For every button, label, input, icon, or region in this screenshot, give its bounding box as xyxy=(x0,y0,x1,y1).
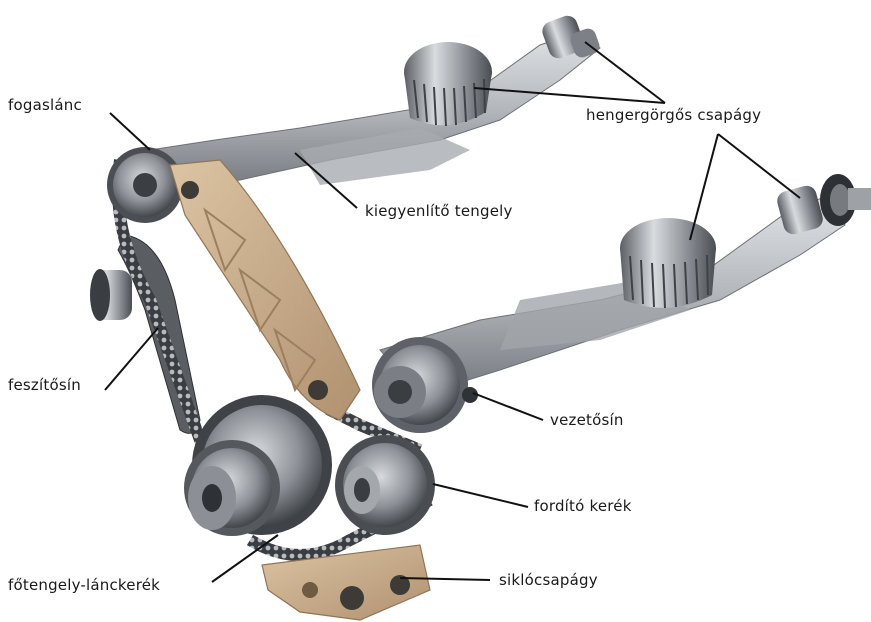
leader-feszitosin xyxy=(105,328,158,390)
chain-guide-rail xyxy=(170,160,360,420)
upper-shaft-sprocket xyxy=(107,147,183,223)
label-feszitosin: feszítősín xyxy=(8,376,81,394)
label-hengergorgos-csapagy: hengergörgős csapágy xyxy=(586,106,761,124)
crankshaft-sprocket xyxy=(184,395,332,536)
label-fotengely-lanckerek: főtengely-lánckerék xyxy=(8,576,160,594)
leader-vezetosin xyxy=(473,393,543,420)
label-vezetosin: vezetősín xyxy=(550,411,624,429)
label-fogaslanc: fogaslánc xyxy=(8,96,82,114)
reversing-wheel xyxy=(335,435,435,535)
leader-hengergorgos-3 xyxy=(718,134,800,198)
upper-roller-bearing xyxy=(404,42,492,126)
leader-hengergorgos-1 xyxy=(585,42,665,103)
leader-fogaslanc xyxy=(110,113,150,150)
label-fordito-kerek: fordító kerék xyxy=(534,497,632,515)
leader-hengergorgos-4 xyxy=(690,134,718,240)
leader-fordito xyxy=(433,484,528,507)
label-siklocsapagy: siklócsapágy xyxy=(499,571,598,589)
lower-roller-bearing xyxy=(620,218,716,308)
label-kiegyenlito-tengely: kiegyenlítő tengely xyxy=(365,202,513,220)
